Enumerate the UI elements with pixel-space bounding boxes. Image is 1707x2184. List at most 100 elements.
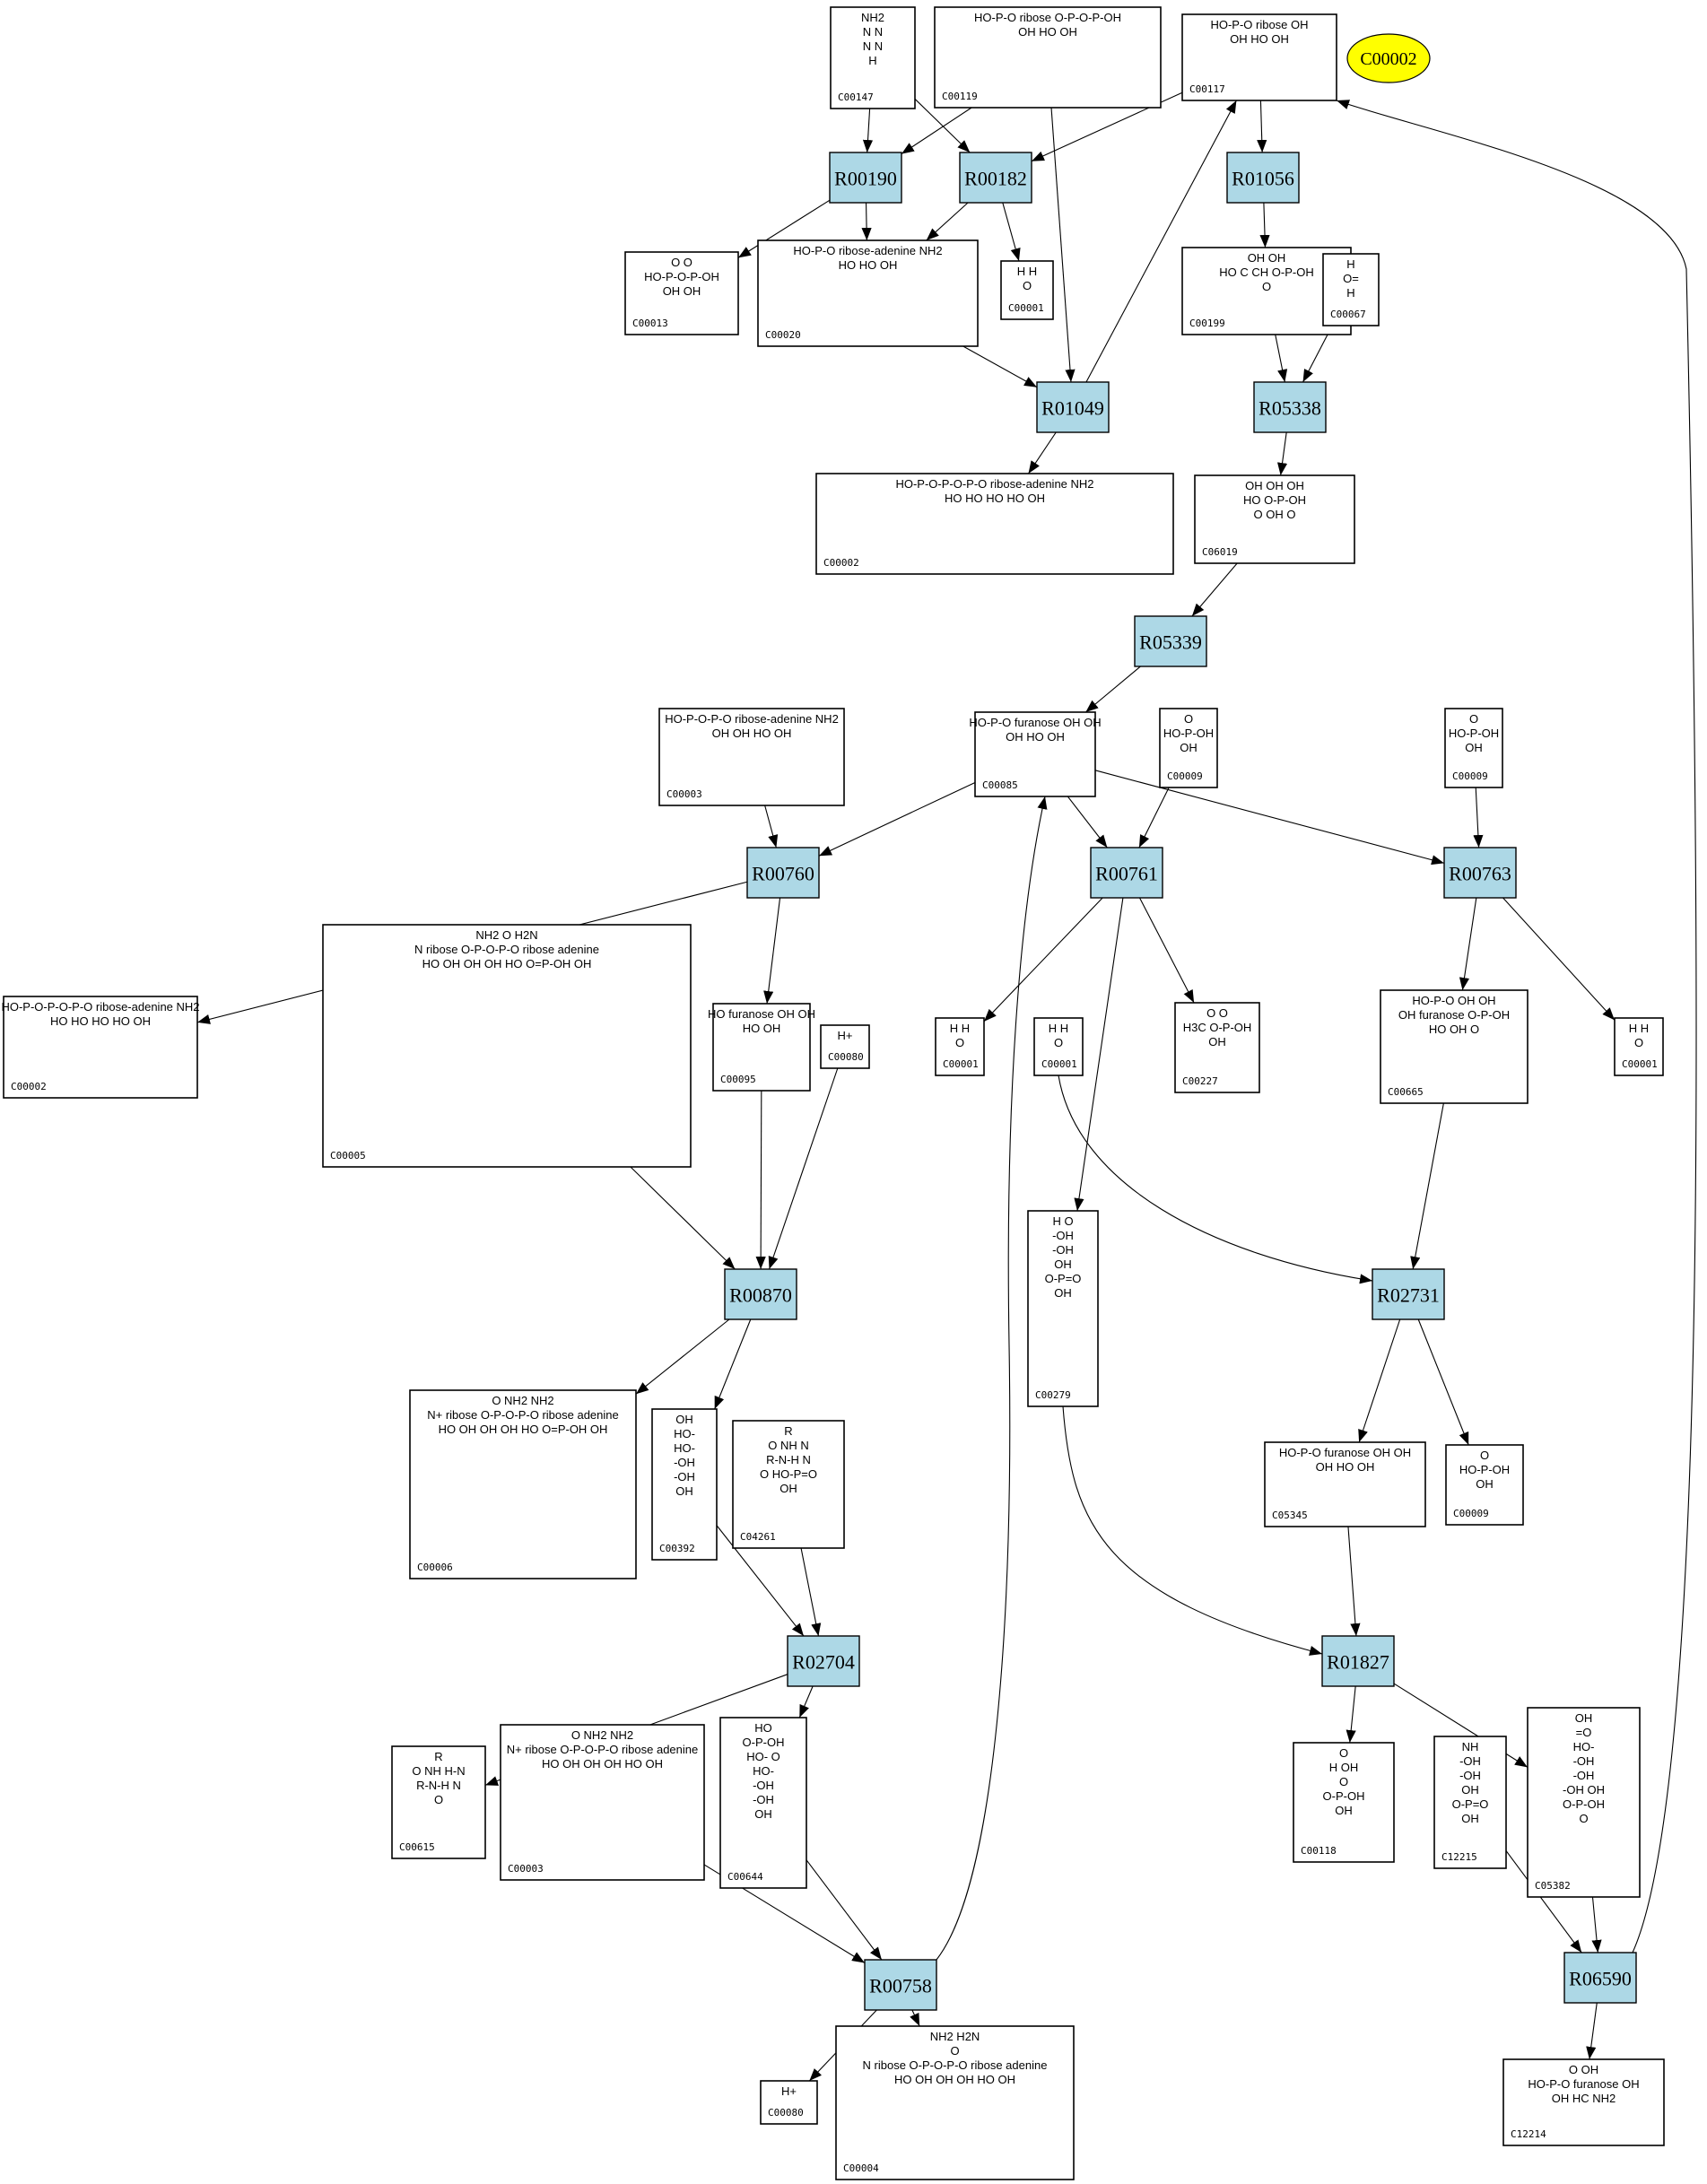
reaction-box[interactable] xyxy=(1090,847,1163,899)
compound-box[interactable] xyxy=(815,473,1174,575)
reaction-node[interactable]: R00870 xyxy=(724,1268,797,1320)
compound-box[interactable] xyxy=(712,1003,811,1092)
reaction-label[interactable]: R00182 xyxy=(964,168,1027,190)
compound-box[interactable] xyxy=(1159,708,1218,788)
reaction-box[interactable] xyxy=(1321,1635,1395,1687)
compound-box[interactable] xyxy=(1502,2058,1665,2146)
compound-box[interactable] xyxy=(1433,1736,1507,1869)
reaction-box[interactable] xyxy=(829,152,902,204)
reaction-box[interactable] xyxy=(1443,847,1517,899)
compound-box[interactable] xyxy=(1614,1017,1664,1076)
reaction-node[interactable]: R00763 xyxy=(1443,847,1517,899)
reaction-node[interactable]: R05338 xyxy=(1253,381,1327,433)
reaction-node[interactable]: R06590 xyxy=(1563,1952,1637,2004)
reaction-node[interactable]: R02704 xyxy=(787,1635,860,1687)
compound-box[interactable] xyxy=(820,1024,870,1069)
highlight-compound-ellipse[interactable] xyxy=(1346,33,1431,83)
compound-box[interactable] xyxy=(651,1408,718,1561)
reaction-label[interactable]: R00760 xyxy=(752,863,814,885)
legend-ellipse[interactable]: C00002 xyxy=(1346,33,1431,83)
reaction-box[interactable] xyxy=(746,847,820,899)
compound-box[interactable] xyxy=(1322,253,1380,326)
reaction-label[interactable]: R06590 xyxy=(1569,1968,1632,1990)
reaction-label[interactable]: R00758 xyxy=(869,1975,932,1997)
reaction-label[interactable]: R00870 xyxy=(729,1284,792,1307)
reaction-box[interactable] xyxy=(1253,381,1327,433)
reaction-node[interactable]: R00182 xyxy=(959,152,1032,204)
compound-box[interactable] xyxy=(1000,260,1054,320)
reaction-node[interactable]: R00190 xyxy=(829,152,902,204)
compound-box[interactable] xyxy=(1027,1210,1099,1407)
compound-box[interactable] xyxy=(835,2025,1075,2180)
reaction-node[interactable]: R00758 xyxy=(864,1959,937,2011)
reaction-node[interactable]: R05339 xyxy=(1134,615,1207,667)
reaction-label[interactable]: R00763 xyxy=(1449,863,1511,885)
reaction-node[interactable]: R02731 xyxy=(1372,1268,1445,1320)
compound-box[interactable] xyxy=(1033,1017,1084,1076)
compound-box[interactable] xyxy=(1194,474,1355,564)
reaction-node[interactable]: R01056 xyxy=(1226,152,1300,204)
compound-box[interactable] xyxy=(624,251,739,335)
compound-box[interactable] xyxy=(1380,989,1528,1104)
compound-node[interactable]: H+C00080 xyxy=(820,1024,870,1069)
reaction-label[interactable]: R00761 xyxy=(1095,863,1158,885)
reaction-label[interactable]: R05339 xyxy=(1139,631,1202,654)
compound-box[interactable] xyxy=(1264,1441,1426,1527)
compound-box[interactable] xyxy=(830,6,916,109)
compound-box[interactable] xyxy=(3,996,198,1099)
reaction-box[interactable] xyxy=(1226,152,1300,204)
reaction-box[interactable] xyxy=(787,1635,860,1687)
compound-box[interactable] xyxy=(1445,1444,1524,1526)
reaction-box[interactable] xyxy=(1372,1268,1445,1320)
compound-box[interactable] xyxy=(658,708,845,806)
compound-box[interactable] xyxy=(974,711,1096,797)
compound-box[interactable] xyxy=(934,6,1162,109)
compound-box[interactable] xyxy=(732,1420,845,1549)
reaction-box[interactable] xyxy=(1134,615,1207,667)
compound-box[interactable] xyxy=(719,1717,807,1889)
compound-box[interactable] xyxy=(935,1017,985,1076)
reaction-box[interactable] xyxy=(724,1268,797,1320)
reaction-label[interactable]: R00190 xyxy=(834,168,897,190)
reaction-label[interactable]: R01049 xyxy=(1041,397,1104,420)
compound-box[interactable] xyxy=(757,239,979,347)
compound-box[interactable] xyxy=(1181,13,1337,101)
compound-box[interactable] xyxy=(322,924,692,1168)
reaction-label[interactable]: R02704 xyxy=(792,1651,855,1674)
reaction-label[interactable]: R01056 xyxy=(1232,168,1294,190)
reaction-node[interactable]: R00761 xyxy=(1090,847,1163,899)
compound-box[interactable] xyxy=(1527,1707,1641,1898)
reaction-box[interactable] xyxy=(1036,381,1110,433)
compound-box[interactable] xyxy=(500,1724,705,1881)
reaction-label[interactable]: R05338 xyxy=(1258,397,1321,420)
compound-box[interactable] xyxy=(1293,1742,1395,1863)
